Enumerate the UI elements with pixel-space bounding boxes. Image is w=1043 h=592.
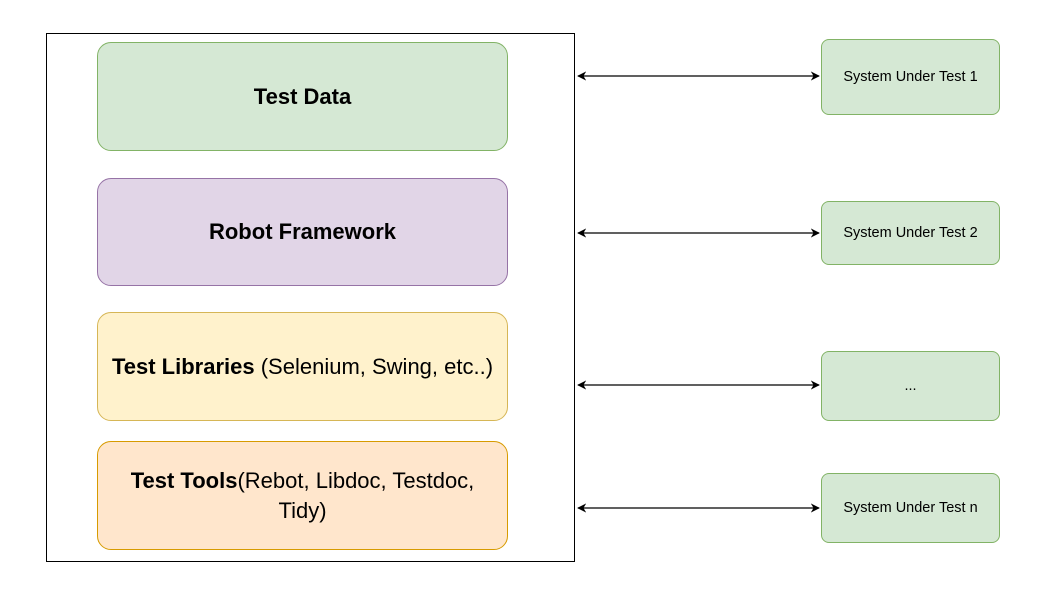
system-under-test-n: System Under Test n	[821, 473, 1000, 543]
layer-robot-framework: Robot Framework	[97, 178, 508, 286]
layer-test-data-title: Test Data	[253, 83, 352, 109]
layer-robot-framework-title: Robot Framework	[208, 219, 397, 244]
layer-test-tools-detail: (Rebot, Libdoc, Testdoc, Tidy)	[237, 467, 475, 523]
layer-test-data-label: Test Data	[254, 82, 351, 112]
layer-test-libraries-label: Test Libraries (Selenium, Swing, etc..)	[112, 352, 493, 382]
layer-test-tools: Test Tools(Rebot, Libdoc, Testdoc, Tidy)	[97, 441, 508, 550]
layer-test-tools-title: Test Tools	[130, 467, 238, 493]
layer-test-tools-label: Test Tools(Rebot, Libdoc, Testdoc, Tidy)	[106, 466, 499, 526]
system-under-test-2: System Under Test 2	[821, 201, 1000, 265]
layer-robot-framework-label: Robot Framework	[209, 217, 396, 247]
system-under-test-2-label: System Under Test 2	[843, 225, 978, 241]
layer-test-libraries: Test Libraries (Selenium, Swing, etc..)	[97, 312, 508, 421]
robot-framework-architecture-frame	[46, 33, 575, 562]
system-under-test-1: System Under Test 1	[821, 39, 1000, 115]
layer-test-libraries-title: Test Libraries	[111, 353, 255, 379]
system-under-test-1-label: System Under Test 1	[843, 69, 978, 85]
layer-test-data: Test Data	[97, 42, 508, 151]
system-under-test-ellipsis: ...	[821, 351, 1000, 421]
system-under-test-ellipsis-label: ...	[904, 378, 917, 394]
system-under-test-n-label: System Under Test n	[843, 500, 978, 516]
layer-test-libraries-detail: (Selenium, Swing, etc..)	[254, 353, 494, 379]
